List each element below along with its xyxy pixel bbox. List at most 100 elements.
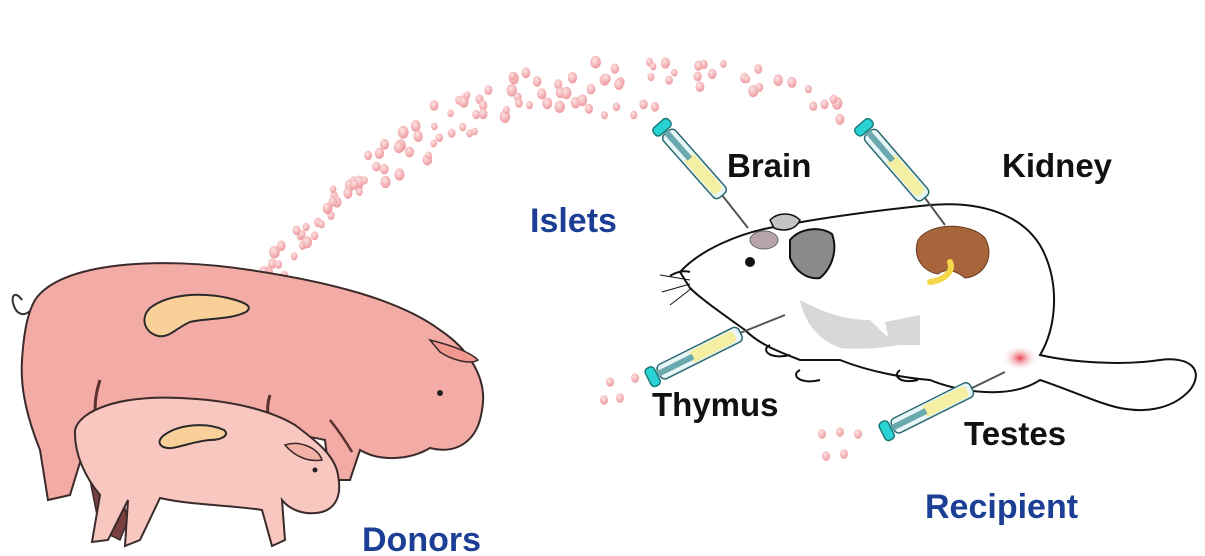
islet-cell	[830, 95, 838, 104]
islet-cell	[291, 252, 298, 260]
islet-cell	[600, 395, 608, 405]
islet-cell	[484, 85, 492, 95]
islet-cell	[577, 94, 587, 106]
islet-cell	[526, 101, 533, 109]
islet-cell	[356, 188, 363, 196]
islet-cell	[671, 69, 678, 77]
islet-cell	[479, 109, 488, 119]
islet-cell	[447, 109, 454, 117]
islet-cell	[756, 83, 764, 92]
islet-cell	[411, 120, 421, 132]
islet-cell	[398, 126, 409, 139]
islet-cell	[601, 111, 608, 119]
islet-cell	[651, 102, 659, 112]
islet-cell	[426, 152, 432, 160]
label-brain: Brain	[727, 149, 811, 182]
islet-cell	[695, 81, 704, 92]
islet-cell	[479, 100, 487, 110]
islet-cell	[311, 231, 318, 240]
islet-cell	[350, 179, 358, 189]
islet-cell	[835, 114, 844, 125]
islet-cell	[754, 64, 762, 74]
islet-cell	[631, 373, 639, 383]
islet-cell	[364, 151, 372, 161]
islet-cell	[630, 111, 637, 120]
islet-cell	[542, 97, 552, 109]
islet-cell	[380, 139, 389, 150]
label-donors: Donors	[362, 523, 481, 556]
islet-cell	[603, 74, 611, 84]
islet-cell	[361, 176, 368, 184]
islet-cell	[405, 147, 414, 158]
islet-cell	[614, 79, 624, 90]
islet-cell	[330, 185, 337, 193]
islet-cell	[413, 131, 422, 142]
islet-cell	[694, 61, 703, 71]
islet-cell	[318, 220, 325, 228]
islet-cell	[464, 91, 470, 99]
islet-cell	[568, 72, 577, 83]
islet-cell	[430, 100, 439, 111]
brain-icon	[750, 231, 778, 249]
islet-cell	[639, 99, 647, 109]
label-thymus: Thymus	[652, 388, 779, 421]
islet-cell	[448, 129, 456, 138]
islet-cell	[459, 123, 466, 131]
islet-cell	[472, 127, 478, 135]
islet-cell	[343, 188, 352, 199]
islet-cell	[503, 106, 510, 114]
islet-cell	[720, 60, 727, 68]
islet-cell	[302, 236, 312, 248]
islet-cell	[555, 101, 565, 113]
islet-cell	[533, 76, 542, 87]
islet-cell	[809, 101, 817, 111]
label-islets: Islets	[530, 204, 617, 238]
islet-cell	[773, 74, 783, 86]
islet-cell	[275, 260, 282, 269]
islet-cell	[522, 67, 531, 78]
islet-cell	[436, 133, 443, 142]
islet-cell	[648, 73, 655, 81]
islet-cell	[585, 104, 593, 114]
islet-cell	[380, 176, 390, 188]
islet-cell	[329, 197, 338, 207]
islet-cell	[394, 168, 404, 180]
islet-cell	[818, 429, 826, 439]
islet-cell	[537, 88, 546, 99]
islet-cell	[375, 148, 384, 159]
islet-cell	[394, 141, 404, 153]
islet-cell	[661, 57, 670, 68]
islet-cell	[787, 77, 796, 88]
islet-cell	[372, 162, 380, 172]
islet-cell	[854, 429, 862, 439]
islet-cell	[431, 123, 438, 131]
islet-cell	[277, 241, 286, 252]
islet-cell	[515, 98, 523, 107]
islet-cell	[587, 84, 596, 95]
label-kidney: Kidney	[1002, 149, 1112, 182]
islet-cell	[561, 87, 571, 99]
islet-cell	[708, 69, 717, 79]
label-recipient: Recipient	[925, 490, 1078, 524]
islet-cell	[616, 393, 624, 403]
islet-cell	[805, 85, 812, 93]
islet-cell	[613, 102, 620, 111]
islet-cell	[430, 140, 437, 148]
label-testes: Testes	[964, 417, 1066, 450]
islet-cell	[606, 377, 614, 387]
islet-cell	[822, 451, 830, 461]
islet-cell	[380, 164, 389, 175]
islet-cell	[744, 75, 751, 83]
islet-cell	[650, 63, 656, 71]
islet-cell	[694, 72, 702, 82]
islet-cell	[665, 76, 673, 85]
islet-cell	[836, 427, 844, 437]
islet-cell	[840, 449, 848, 459]
islet-cell	[611, 64, 619, 74]
islet-cell	[590, 56, 601, 69]
islet-cell	[509, 72, 516, 81]
islet-cell	[303, 223, 310, 231]
mouse-icon	[660, 204, 1196, 410]
